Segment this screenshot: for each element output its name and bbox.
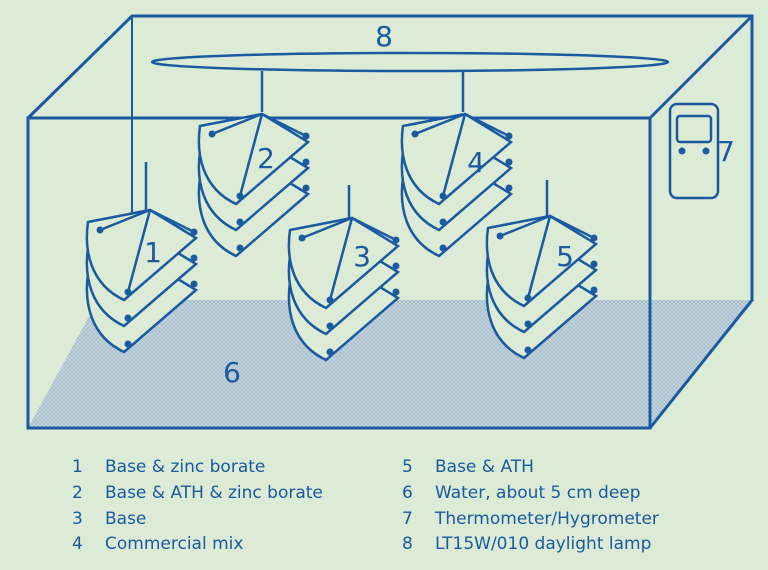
sample-5-label: 5 bbox=[556, 240, 574, 273]
daylight-lamp bbox=[150, 51, 670, 112]
water-label: 6 bbox=[223, 356, 241, 389]
sample-stack-5 bbox=[487, 180, 598, 358]
sample-stack-1 bbox=[87, 162, 198, 352]
sample-1-label: 1 bbox=[144, 236, 162, 269]
test-chamber-diagram: 8 1 2 3 4 5 6 7 bbox=[26, 14, 755, 430]
sample-4-label: 4 bbox=[467, 146, 485, 179]
sample-stack-3 bbox=[289, 185, 400, 360]
hygrometer-icon bbox=[668, 102, 720, 200]
chamber-box bbox=[26, 14, 754, 430]
sample-3-label: 3 bbox=[353, 240, 371, 273]
lamp-label: 8 bbox=[375, 20, 393, 53]
hygrometer-label: 7 bbox=[717, 135, 735, 168]
water-tray bbox=[28, 300, 755, 428]
sample-2-label: 2 bbox=[257, 142, 275, 175]
